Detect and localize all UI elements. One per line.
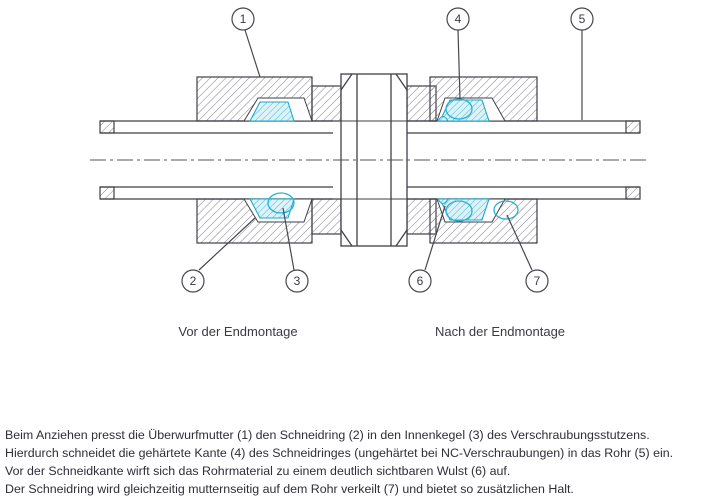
caption-line-3: Vor der Schneidkante wirft sich das Rohr…: [5, 463, 511, 478]
highlight-cutting-edge: [445, 98, 473, 120]
callout-4-label: 4: [455, 12, 462, 26]
callout-1-label: 1: [240, 12, 247, 26]
caption-line-2: Hierdurch schneidet die gehärtete Kante …: [5, 445, 674, 460]
caption-line-1: Beim Anziehen presst die Überwurfmutter …: [5, 428, 650, 442]
callout-6: [408, 269, 432, 293]
callout-7-label: 7: [534, 274, 541, 288]
highlight-wedge: [493, 200, 519, 220]
callout-7: [525, 269, 549, 293]
tube-left: [99, 120, 333, 200]
callout-3-label: 3: [294, 274, 301, 288]
label-before-assembly: Vor der Endmontage: [178, 324, 297, 339]
caption-line-4: Der Schneidring wird gleichzeitig mutter…: [5, 481, 574, 496]
highlight-inner-cone: [267, 192, 295, 214]
callout-5: [570, 7, 594, 31]
callout-numbers: 1 4 5 2 3 6 7: [190, 12, 586, 288]
detail-highlights: [267, 98, 519, 222]
callout-5-label: 5: [579, 12, 586, 26]
callout-6-label: 6: [417, 274, 424, 288]
callout-4: [446, 7, 470, 31]
highlight-bulge: [445, 200, 473, 222]
callout-2: [181, 269, 205, 293]
callout-1: [231, 7, 255, 31]
callouts: [181, 7, 594, 293]
callout-2-label: 2: [190, 274, 197, 288]
through-bore: [341, 120, 407, 200]
label-after-assembly: Nach der Endmontage: [435, 324, 565, 339]
material-bulge-top: [437, 115, 449, 122]
callout-3: [285, 269, 309, 293]
explanation-text: Beim Anziehen presst die Überwurfmutter …: [5, 427, 707, 498]
cross-section-drawing: 1 4 5 2 3 6 7 Vor der Endmontage Nach de…: [90, 7, 650, 339]
material-bulge-bottom: [437, 198, 449, 205]
cutting-ring-after: [437, 99, 490, 221]
